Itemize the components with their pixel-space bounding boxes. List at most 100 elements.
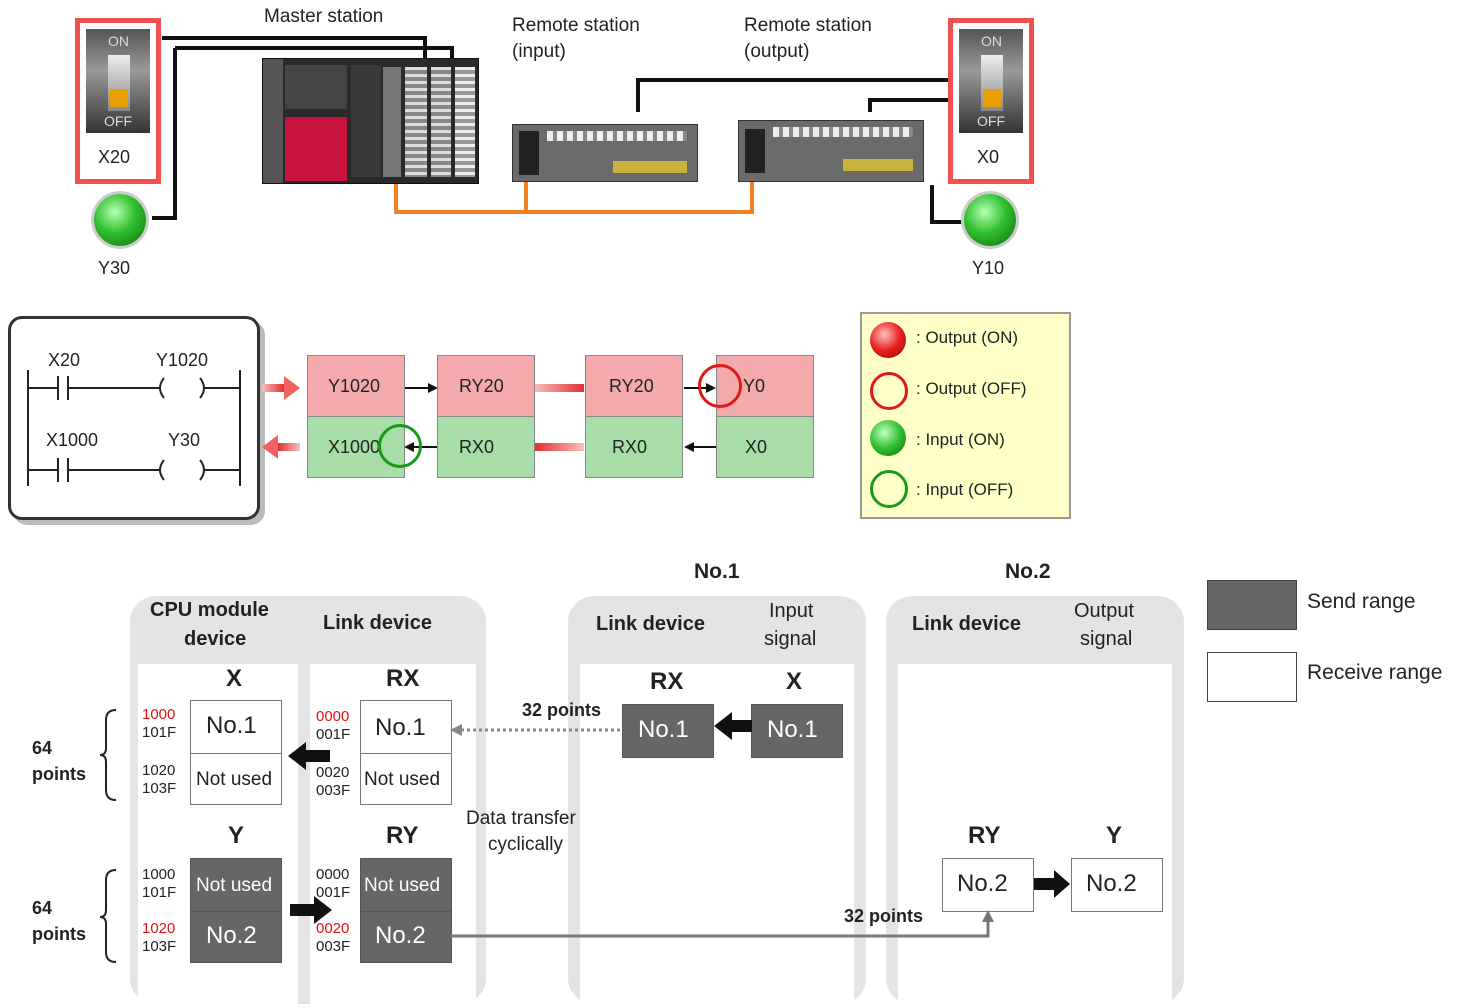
master-rx-no1-cell	[360, 700, 452, 754]
addr-cpu-y-101f: 101F	[142, 884, 177, 901]
points64-x-number: 64	[32, 738, 53, 758]
legend-input-off: : Input (OFF)	[916, 480, 1014, 499]
box-rx0-remote-label: RX0	[612, 437, 648, 457]
lamp-y30-label: Y30	[98, 258, 131, 278]
master-ry-not-used-label: Not used	[364, 875, 441, 896]
ladder-coil-y1020: Y1020	[156, 350, 209, 370]
output-off-icon	[870, 372, 908, 410]
lamp-y10-icon	[964, 194, 1016, 246]
cpu-y-no2-label: No.2	[206, 922, 257, 949]
addr-rx-001f: 001F	[316, 726, 351, 743]
box-ry20-remote-label: RY20	[609, 376, 654, 396]
cpu-y-no2-cell	[190, 911, 282, 963]
cpu-x-no1-cell	[190, 700, 282, 754]
output-signal-line2: signal	[1080, 628, 1133, 650]
box-ry20-master	[437, 355, 535, 417]
addr-cpu-y-1020: 1020	[142, 920, 176, 937]
box-y1020-label: Y1020	[328, 376, 381, 396]
switch-x0-off-text: OFF	[977, 113, 1005, 129]
remote-input-label-line1: Remote station	[512, 15, 640, 36]
cpu-x-not-used-label: Not used	[196, 769, 273, 790]
switch-x20-off-text: OFF	[104, 113, 132, 129]
cpu-y-heading: Y	[228, 822, 245, 849]
send-range-label: Send range	[1307, 590, 1416, 613]
master-rx-no1-label: No.1	[375, 714, 426, 741]
master-ry-no2-label: No.2	[375, 922, 426, 949]
remote-input-label-line2: (input)	[512, 41, 566, 62]
addr-ry-003f: 003F	[316, 938, 351, 955]
switch-x0-label: X0	[977, 147, 1000, 167]
addr-ry-0000: 0000	[316, 866, 350, 883]
remote-station-input-device	[512, 124, 698, 182]
ladder-program-panel	[8, 316, 260, 520]
master-rx-heading: RX	[386, 665, 420, 692]
points-braces	[99, 709, 117, 963]
cpu-title-line2: device	[184, 628, 247, 650]
cpu-title-line1: CPU module	[150, 599, 269, 621]
addr-cpu-101f: 101F	[142, 724, 177, 741]
cpu-y-not-used-cell	[190, 858, 282, 912]
master-ry-heading: RY	[386, 822, 419, 849]
lamp-y10-label: Y10	[972, 258, 1005, 278]
link-transfer-arrows	[288, 712, 1070, 938]
points32-rx-label: 32 points	[522, 700, 602, 720]
remote-station-output-device	[738, 120, 924, 182]
master-station-label: Master station	[264, 6, 384, 27]
receive-range-label: Receive range	[1307, 661, 1443, 684]
box-rx0-master	[437, 416, 535, 478]
output-on-icon	[870, 322, 906, 358]
input-signal-line2: signal	[764, 628, 817, 650]
master-station-plc	[262, 58, 479, 184]
legend-output-off: : Output (OFF)	[916, 379, 1027, 398]
points64-y-number: 64	[32, 898, 53, 918]
ladder-contact-x1000: X1000	[46, 430, 99, 450]
points32-ry-label: 32 points	[844, 906, 924, 926]
no1-link-device-title: Link device	[596, 613, 705, 635]
switch-x0-on-text: ON	[981, 33, 1002, 49]
remote-output-label-line1: Remote station	[744, 15, 872, 36]
switch-x20[interactable]: ON OFF X20	[75, 18, 161, 184]
master-rx-not-used-cell	[360, 753, 452, 805]
addr-cpu-1020: 1020	[142, 762, 176, 779]
input-on-icon	[870, 420, 906, 456]
box-x0	[716, 416, 814, 478]
no2-y-cell-label: No.2	[1086, 870, 1137, 897]
ladder-coil-y30: Y30	[168, 430, 201, 450]
box-rx0-master-label: RX0	[459, 437, 495, 457]
remote-output-label-line2: (output)	[744, 41, 810, 62]
master-link-device-title: Link device	[323, 612, 432, 634]
data-transfer-line1: Data transfer	[466, 808, 576, 829]
no1-x-cell	[751, 704, 843, 758]
box-x0-label: X0	[745, 437, 768, 457]
ladder-rungs	[27, 370, 241, 486]
box-ry20-master-label: RY20	[459, 376, 504, 396]
no1-rx-heading: RX	[650, 668, 684, 695]
switch-x0[interactable]: ON OFF X0	[948, 18, 1034, 184]
cpu-x-no1-label: No.1	[206, 712, 257, 739]
input-off-icon	[870, 470, 908, 508]
points64-x-label: points	[32, 764, 86, 784]
hardware-wiring	[152, 36, 962, 224]
switch-x20-label: X20	[98, 147, 131, 167]
device-flow-arrows	[262, 376, 716, 459]
output-off-ring-icon	[698, 364, 742, 408]
no1-rx-cell	[622, 704, 714, 758]
master-rx-not-used-label: Not used	[364, 769, 441, 790]
output-signal-line1: Output	[1074, 600, 1135, 622]
remote-no2-column	[898, 664, 1172, 1004]
station-no1-title: No.1	[694, 560, 740, 583]
addr-cpu-y-1000: 1000	[142, 866, 176, 883]
legend-input-on: : Input (ON)	[916, 430, 1005, 449]
no2-y-cell	[1071, 858, 1163, 912]
addr-cpu-103f: 103F	[142, 780, 177, 797]
cpu-x-not-used-cell	[190, 753, 282, 805]
addr-rx-0000: 0000	[316, 708, 350, 725]
input-signal-line1: Input	[769, 600, 814, 622]
cpu-y-not-used-label: Not used	[196, 875, 273, 896]
addr-ry-001f: 001F	[316, 884, 351, 901]
no2-y-heading: Y	[1106, 822, 1123, 849]
no1-x-heading: X	[786, 668, 803, 695]
box-x1000-label: X1000	[328, 437, 381, 457]
receive-range-swatch	[1207, 652, 1297, 702]
input-off-ring-icon	[378, 424, 422, 468]
